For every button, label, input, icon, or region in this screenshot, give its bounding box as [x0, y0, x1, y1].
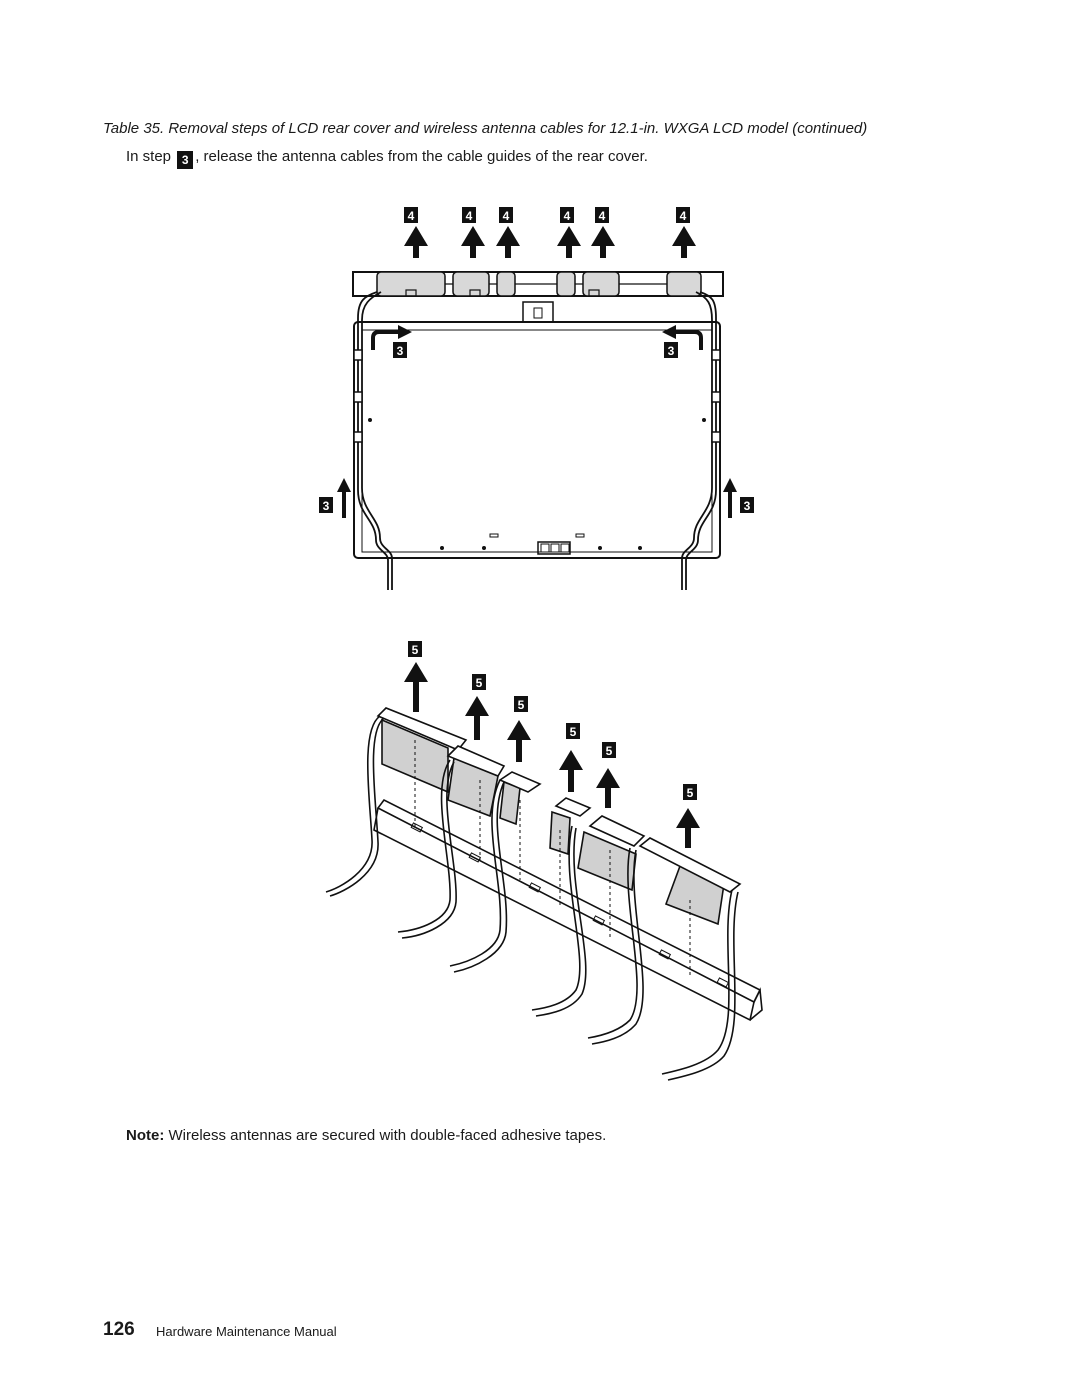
step4-label: 4 — [676, 207, 690, 223]
instruction-text: In step 3, release the antenna cables fr… — [126, 148, 648, 169]
svg-text:5: 5 — [687, 786, 694, 800]
svg-text:3: 3 — [397, 344, 404, 358]
step5-arrows — [404, 662, 700, 848]
step4-label: 4 — [595, 207, 609, 223]
svg-text:5: 5 — [518, 698, 525, 712]
svg-text:5: 5 — [606, 744, 613, 758]
step5-label: 5 — [683, 784, 697, 800]
svg-text:4: 4 — [408, 209, 415, 223]
svg-text:5: 5 — [476, 676, 483, 690]
note-label: Note: — [126, 1127, 165, 1144]
svg-text:5: 5 — [412, 643, 419, 657]
note-text: Wireless antennas are secured with doubl… — [168, 1127, 607, 1144]
step3-label: 3 — [393, 342, 407, 358]
step5-label: 5 — [566, 723, 580, 739]
step3-label: 3 — [664, 342, 678, 358]
svg-text:4: 4 — [564, 209, 571, 223]
instruction-suffix: , release the antenna cables from the ca… — [195, 148, 648, 165]
svg-text:4: 4 — [466, 209, 473, 223]
step3-label: 3 — [740, 497, 754, 513]
svg-text:4: 4 — [503, 209, 510, 223]
step5-label: 5 — [514, 696, 528, 712]
instruction-prefix: In step — [126, 148, 172, 165]
step-badge: 3 — [177, 151, 194, 169]
table-caption: Table 35. Removal steps of LCD rear cove… — [103, 120, 868, 137]
step5-label: 5 — [408, 641, 422, 657]
step3-arrows — [342, 330, 732, 518]
step5-label: 5 — [602, 742, 616, 758]
hinge-bar — [352, 271, 724, 297]
svg-text:3: 3 — [668, 344, 675, 358]
step4-label: 4 — [560, 207, 574, 223]
svg-text:4: 4 — [680, 209, 687, 223]
step5-label: 5 — [472, 674, 486, 690]
note: Note: Wireless antennas are secured with… — [126, 1127, 606, 1144]
step4-label: 4 — [462, 207, 476, 223]
page-number: 126 — [103, 1319, 135, 1340]
step-labels: 4 4 4 4 4 4 3 3 3 3 5 5 5 5 5 5 — [319, 207, 754, 800]
step4-arrows — [404, 226, 696, 258]
svg-text:5: 5 — [570, 725, 577, 739]
step4-label: 4 — [404, 207, 418, 223]
svg-text:4: 4 — [599, 209, 606, 223]
step4-label: 4 — [499, 207, 513, 223]
svg-text:3: 3 — [744, 499, 751, 513]
running-title: Hardware Maintenance Manual — [156, 1324, 337, 1339]
svg-text:3: 3 — [323, 499, 330, 513]
step3-label: 3 — [319, 497, 333, 513]
